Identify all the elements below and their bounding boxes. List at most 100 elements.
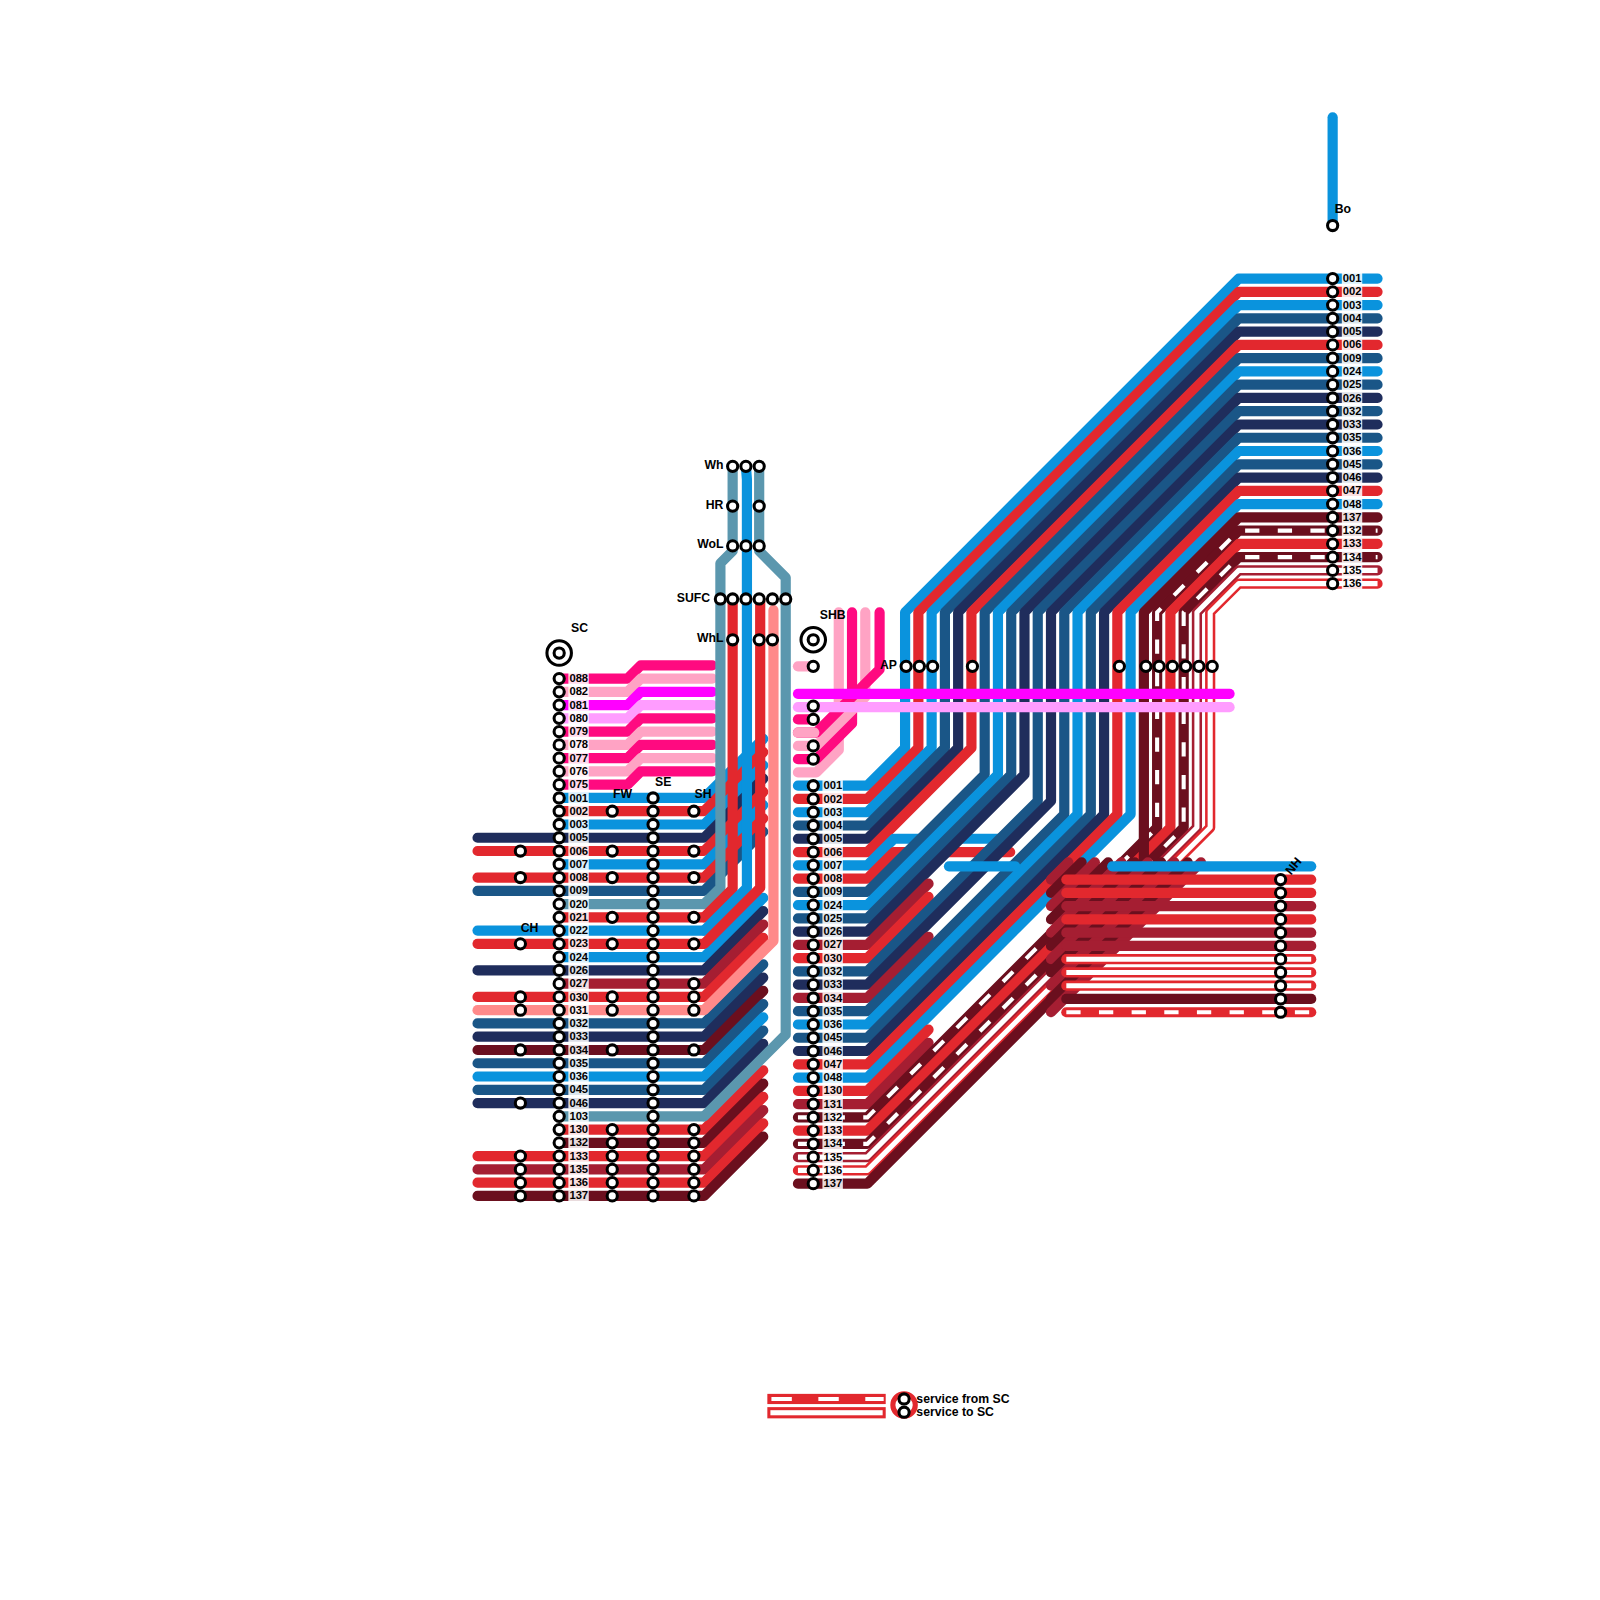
bus-stop [1328, 353, 1338, 363]
bus-route-line [559, 912, 704, 922]
bus-stop [689, 1005, 699, 1015]
bus-stop [808, 940, 818, 950]
bus-stop [554, 687, 564, 697]
bus-route-line [478, 1005, 705, 1015]
bus-route-line [1066, 928, 1311, 938]
bus-stop [648, 1085, 658, 1095]
bus-stop [607, 1178, 617, 1188]
route-number: 076 [568, 766, 589, 777]
bus-stop [554, 1191, 564, 1201]
bus-stop [1328, 565, 1338, 575]
bus-route-line [798, 689, 1230, 699]
bus-stop [808, 661, 818, 671]
bus-stop [515, 1005, 525, 1015]
bus-stop [808, 847, 818, 857]
bus-stop [728, 594, 738, 604]
bus-stop [648, 886, 658, 896]
bus-stop [808, 1046, 818, 1056]
route-number: 103 [568, 1111, 589, 1122]
bus-route-line-dash [798, 557, 1378, 1144]
bus-stop [554, 806, 564, 816]
bus-stop [648, 912, 658, 922]
bus-stop [808, 1152, 818, 1162]
route-number: 133 [822, 1125, 843, 1136]
route-number: 003 [568, 819, 589, 830]
bus-stop [1328, 327, 1338, 337]
route-number: 027 [822, 939, 843, 950]
route-number: 131 [822, 1098, 843, 1109]
route-number: 136 [568, 1177, 589, 1188]
bus-stop [1276, 941, 1286, 951]
legend-samples [767, 1394, 915, 1417]
route-number: 002 [1342, 286, 1363, 297]
bus-stop [808, 820, 818, 830]
bus-stop [554, 1178, 564, 1188]
route-number: 046 [568, 1097, 589, 1108]
bus-stop [967, 661, 977, 671]
bus-stop [554, 952, 564, 962]
bus-stop [1114, 661, 1124, 671]
bus-stop [554, 939, 564, 949]
bus-stop [648, 1178, 658, 1188]
bus-stop [554, 713, 564, 723]
bus-stop [515, 1164, 525, 1174]
route-number: 001 [822, 780, 843, 791]
bus-stop [808, 714, 818, 724]
route-number: 006 [1342, 339, 1363, 350]
bus-stop [607, 1124, 617, 1134]
legend-from-sample [767, 1394, 885, 1404]
bus-route-line [798, 612, 880, 732]
bus-stop [1328, 300, 1338, 310]
bus-stop [914, 661, 924, 671]
route-number: 134 [1342, 552, 1363, 563]
bus-stop [808, 834, 818, 844]
bus-stop [808, 1179, 818, 1189]
bus-stop [808, 1112, 818, 1122]
bus-stop [648, 1191, 658, 1201]
bus-stop [554, 1164, 564, 1174]
legend-from-dash [771, 1397, 883, 1401]
stops [515, 220, 1337, 1201]
bus-stop [754, 541, 764, 551]
route-number: 023 [568, 938, 589, 949]
bus-stop [808, 741, 818, 751]
bus-route-line [798, 702, 1230, 712]
route-number: 046 [822, 1045, 843, 1056]
route-number: 027 [568, 978, 589, 989]
bus-stop [648, 1032, 658, 1042]
bus-stop [808, 913, 818, 923]
bus-stop [1328, 552, 1338, 562]
bus-stop [808, 1006, 818, 1016]
route-number: 026 [1342, 392, 1363, 403]
route-number: 035 [568, 1058, 589, 1069]
bus-route-line [559, 899, 704, 909]
bus-stop [648, 1138, 658, 1148]
bus-stop [689, 1151, 699, 1161]
bus-route-line [798, 517, 1378, 1183]
bus-stop [648, 1098, 658, 1108]
route-number: 030 [568, 991, 589, 1002]
bus-route-line [1066, 901, 1311, 911]
bus-route-line [478, 1137, 764, 1196]
bus-stop [715, 594, 725, 604]
bus-stop [1328, 486, 1338, 496]
bus-stop [1328, 406, 1338, 416]
hub-stop [547, 641, 571, 665]
route-number: 007 [568, 859, 589, 870]
bus-stop [607, 806, 617, 816]
bus-stop [648, 806, 658, 816]
bus-stop [554, 727, 564, 737]
bus-stop [554, 740, 564, 750]
bus-route-line [1066, 967, 1311, 977]
route-number: 021 [568, 912, 589, 923]
route-number: 045 [822, 1032, 843, 1043]
bus-stop [1328, 287, 1338, 297]
bus-stop [515, 872, 525, 882]
station-name: Bo [1335, 203, 1351, 216]
bus-stop [808, 953, 818, 963]
bus-stop [648, 926, 658, 936]
station-name: SC [571, 622, 588, 635]
bus-stop [648, 1124, 658, 1134]
route-number: 004 [822, 820, 843, 831]
